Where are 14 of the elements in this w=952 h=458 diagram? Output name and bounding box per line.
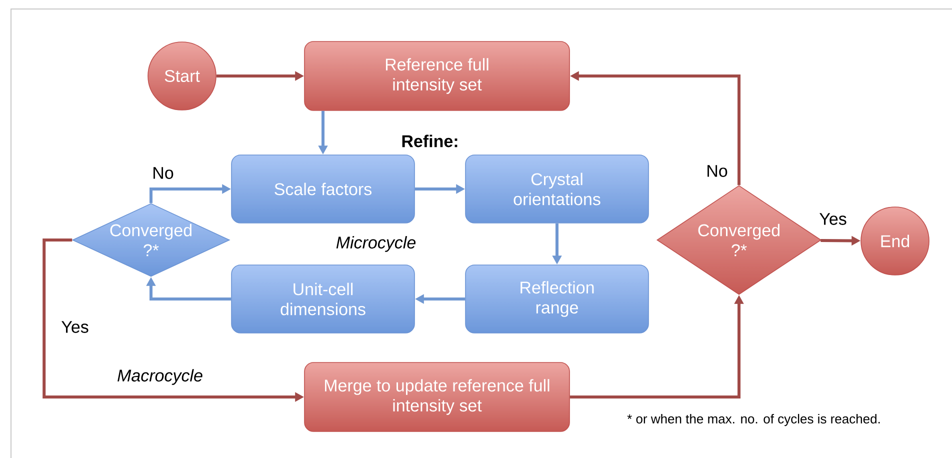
edge-label: Yes <box>62 321 88 333</box>
heading: Refine: <box>402 134 458 148</box>
edge-label: Yes <box>820 213 846 225</box>
cycle-label: Macrocycle <box>118 369 202 385</box>
process-box: Reference full intensity set <box>304 41 570 111</box>
process-box: Merge to update reference full intensity set <box>304 362 570 432</box>
process-box: Unit-cell dimensions <box>231 264 415 334</box>
edge-label: No <box>154 167 174 179</box>
process-box: Reflection range <box>465 264 649 334</box>
edge-label: No <box>708 165 728 177</box>
process-box: Crystal orientations <box>465 154 649 224</box>
footnote: * or when the max. no. of cycles is reached. <box>627 414 880 426</box>
process-box: Scale factors <box>231 154 415 224</box>
cycle-label: Microcycle <box>336 236 416 252</box>
